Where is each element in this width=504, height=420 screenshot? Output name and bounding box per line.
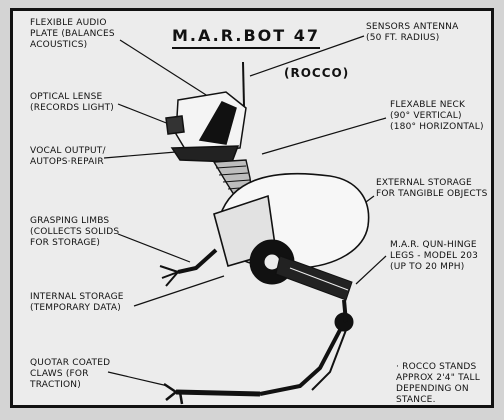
robot-legs [163,239,354,405]
antenna [242,61,245,107]
grasping-limb [159,248,218,287]
label-audio-plate: FLEXIBLE AUDIO PLATE (BALANCES ACOUSTICS… [30,18,115,50]
lower-leg [259,329,342,396]
optical-lense [165,115,185,135]
foot [175,389,261,397]
leader-vocal-output [103,151,177,159]
label-grasping-limbs: GRASPING LIMBS (COLLECTS SOLIDS FOR STOR… [30,216,120,248]
label-external-storage: EXTERNAL STORAGE FOR TANGIBLE OBJECTS [376,178,488,199]
vocal-output [170,145,240,163]
label-flexable-neck: FLEXABLE NECK (90° VERTICAL) (180° HORIZ… [390,100,484,132]
leader-optical-lense [117,103,175,127]
leader-claws [107,371,169,387]
diagram-title: M.A.R.BOT 47 [172,26,320,49]
grasping-claw [159,265,179,287]
arm [177,248,218,274]
leader-flexable-neck [261,117,387,155]
audio-plate [198,101,237,145]
label-sensors-antenna: SENSORS ANTENNA (50 ft. RADIUS) [366,22,459,43]
label-vocal-output: VOCAL OUTPUT/ AUTOPS·REPAIR [30,146,106,167]
leader-legs [355,255,387,285]
label-legs: M.A.R. QUN-HINGE LEGS - MODEL 203 (UP TO… [390,240,479,272]
leader-grasping-limbs [117,233,191,263]
leader-audio-plate [119,39,215,101]
robot-nickname: (ROCCO) [284,66,350,80]
leader-internal-storage [133,275,225,307]
label-claws: QUOTAR COATED CLAWS (FOR TRACTION) [30,358,111,390]
label-rocco-stands: · ROCCO STANDS APPROX 2'4" TALL DEPENDIN… [396,362,480,405]
leader-sensors-antenna [249,35,365,77]
robot-head [165,61,247,163]
label-internal-storage: INTERNAL STORAGE (TEMPORARY DATA) [30,292,124,313]
claws [163,382,184,405]
label-optical-lense: OPTICAL LENSE (RECORDS LIGHT) [30,92,114,113]
